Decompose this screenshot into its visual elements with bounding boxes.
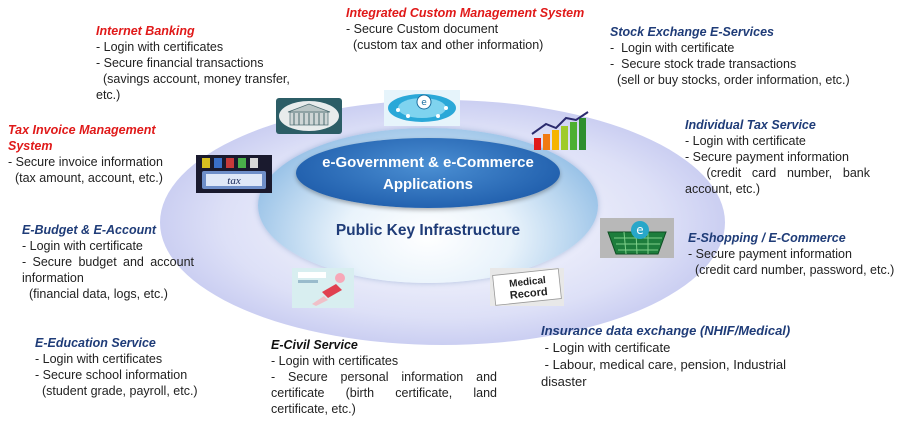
service-internet-banking: Internet Banking - Login with certificat…: [96, 23, 306, 103]
service-individual-tax: Individual Tax Service - Login with cert…: [685, 118, 870, 196]
applications-title: e-Government & e-Commerce Applications: [322, 154, 534, 193]
applications-ellipse: [296, 138, 560, 208]
pki-label: Public Key Infrastructure: [335, 222, 521, 239]
medical-record-icon: Medical Record: [490, 268, 564, 306]
bar-chart-icon: [531, 111, 589, 150]
service-title: E-Budget & E-Account: [22, 223, 157, 237]
service-title: Internet Banking: [96, 24, 195, 38]
service-stock-exchange: Stock Exchange E-Services - Login with c…: [610, 24, 880, 88]
svg-text:tax: tax: [227, 175, 241, 187]
service-title: Stock Exchange E-Services: [610, 25, 774, 39]
svg-text:Record: Record: [509, 286, 548, 302]
service-title: Individual Tax Service: [685, 118, 816, 132]
tax-icon: tax: [196, 155, 272, 193]
civil-service-icon: [292, 268, 354, 308]
service-insurance: Insurance data exchange (NHIF/Medical) -…: [541, 322, 831, 390]
shopping-basket-icon: e: [600, 218, 674, 258]
service-eshopping: E-Shopping / E-Commerce - Secure payment…: [688, 230, 903, 278]
service-custom-management: Integrated Custom Management System - Se…: [346, 5, 606, 53]
service-ebudget: E-Budget & E-Account - Login with certif…: [22, 223, 194, 301]
service-ecivil: E-Civil Service - Login with certificate…: [271, 338, 497, 416]
service-title: E-Education Service: [35, 336, 156, 350]
service-title: Tax Invoice Management: [8, 123, 156, 137]
service-title: Insurance data exchange (NHIF/Medical): [541, 323, 791, 338]
customs-icon: e: [384, 90, 460, 126]
svg-text:e: e: [636, 223, 643, 237]
service-title: E-Shopping / E-Commerce: [688, 231, 846, 245]
service-title: Integrated Custom Management System: [346, 6, 585, 20]
service-tax-invoice: Tax Invoice Management System - Secure i…: [8, 122, 198, 186]
service-eeducation: E-Education Service - Login with certifi…: [35, 335, 235, 399]
svg-text:e: e: [421, 98, 427, 108]
service-title: E-Civil Service: [271, 338, 358, 352]
building-icon: [276, 98, 342, 134]
svg-text:Medical: Medical: [509, 275, 547, 290]
